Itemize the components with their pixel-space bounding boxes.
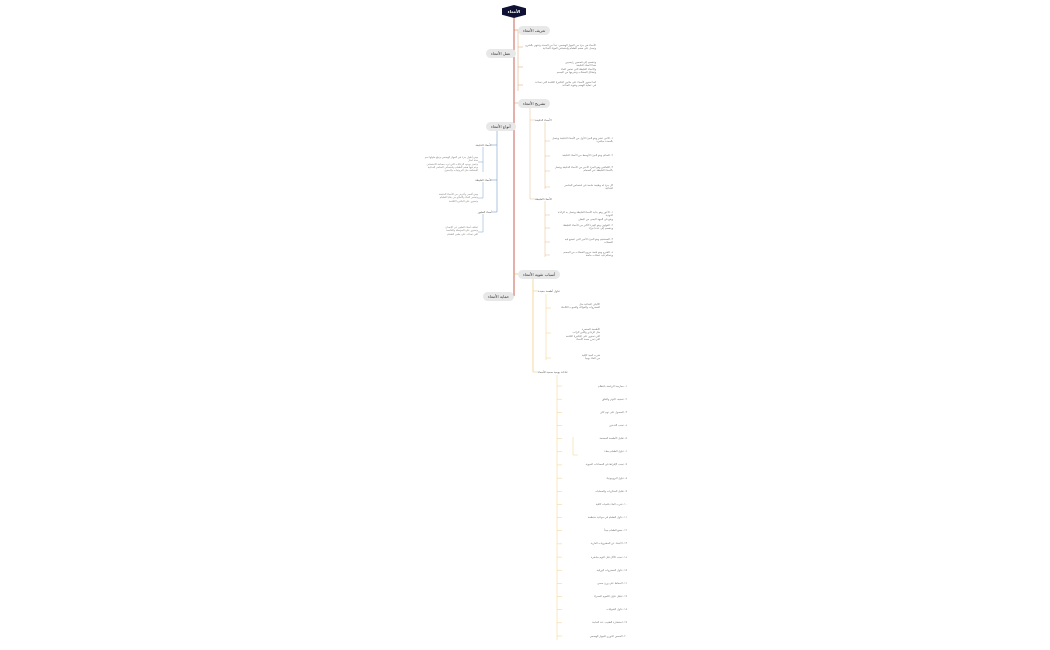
habit-item: ٧- تجنب الإفراط في المضادات الحيوية [585,463,627,467]
types-sub-birds[interactable]: أمعاء الطيور [477,210,492,214]
food-item: الأطعمة المخمرة مثل الزبادي واللبن الرائ… [565,328,600,342]
habit-item: ١٦- الحفاظ على وزن صحي [597,581,627,585]
branch-role[interactable]: عمل الأمعاء [486,49,516,58]
habit-item: ١٢- مضغ الطعام جيداً [604,529,627,533]
role-note-3: كما تحتوي الأمعاء على ملايين البكتيريا ا… [535,81,596,88]
habit-item: ١٤- تجنب الأكل قبل النوم مباشرة [590,555,627,559]
branch-strengthen[interactable]: أسباب تقوية الأمعاء [518,270,561,279]
habit-item: ١٣- الابتعاد عن المشروبات الغازية [590,542,627,546]
anatomy-small-item: كل جزء له وظيفة خاصة في امتصاص العناصر ا… [564,184,613,191]
habit-item: ٤- تجنب التدخين [609,423,627,427]
habit-item: ١٥- تناول الخضروات الورقية [596,568,627,572]
types-note-birds: تختلف أمعاء الطيور عن الإنسان وتحتوي على… [445,226,478,236]
anatomy-small-item: ١- الاثني عشر وهو الجزء الأول من الأمعاء… [552,137,613,144]
habit-item: ١٨- تناول البقوليات [606,608,627,612]
anatomy-large-label[interactable]: الأمعاء الغليظة [535,197,552,201]
anatomy-large-item: ٢- القولون وهو الجزء الأكبر من الأمعاء ا… [563,224,613,231]
habit-item: ١١- تناول الطعام في مواعيد منتظمة [587,516,627,520]
habit-item: ٢٠- الفحص الدوري للجهاز الهضمي [589,634,627,638]
habit-item: ٥- تقليل الأطعمة المصنعة [599,437,627,441]
branch-protect[interactable]: حماية الأمعاء [483,292,515,301]
habit-item: ١٩- استشارة الطبيب عند الحاجة [592,621,627,625]
food-item: شرب كمية كافية من الماء يومياً [581,354,600,361]
anatomy-large-item: ٤- الشرج وهو فتحة خروج الفضلات من الجسم … [563,251,613,258]
branch-definition[interactable]: تعريف الأمعاء [518,26,551,35]
types-note-large: وهي أقصر وأعرض من الأمعاء الدقيقة وتمتص … [439,193,478,203]
habit-item: ١- ممارسة الرياضة بانتظام [598,384,627,388]
branch-anatomy[interactable]: تشريح الأمعاء [518,99,551,108]
habit-item: ١٠- شرب الماء بكميات كافية [595,502,627,506]
root-node[interactable]: الأمعاء [502,5,526,18]
food-item: الألياف الغذائية مثل الخضروات والفواكه و… [561,303,600,310]
types-sub-small[interactable]: الأمعاء الدقيقة [475,143,492,147]
types-sub-large[interactable]: الأمعاء الغليظة [475,178,492,182]
branch-types[interactable]: أنواع الأمعاء [486,122,516,131]
habit-item: ٩- تقليل السكريات والمحليات [595,489,627,493]
anatomy-small-item: ٣- اللفائفي وهو الجزء الأخير من الأمعاء … [554,166,613,173]
habit-item: ٣- الحصول على نوم كاف [599,410,627,414]
habit-item: ١٧- تقليل تناول اللحوم الحمراء [593,595,627,599]
habit-item: ٦- تناول الطعام ببطء [604,450,627,454]
strengthen-habits-label[interactable]: عادات يومية صحية للأمعاء [538,370,568,374]
anatomy-small-item: ٢- الصائم وهو الجزء الأوسط من الأمعاء ال… [562,154,613,157]
role-note-2: وتنقسم إلى قسمين رئيسيين هما الأمعاء الد… [556,61,596,75]
types-note-small: وهي أطول جزء في الجهاز الهضمي ويبلغ طوله… [424,156,478,173]
anatomy-large-item: ١- الأعور وهو بداية الأمعاء الغليظة ويتص… [557,211,613,221]
root-label: الأمعاء [507,9,521,14]
habit-item: ٢- تخفيف التوتر والقلق [602,397,627,401]
anatomy-small-label[interactable]: الأمعاء الدقيقة [535,118,552,122]
habit-item: ٨- تناول البروبيوتيك [606,476,627,480]
strengthen-food-label[interactable]: تناول أطعمة مفيدة [538,289,560,293]
anatomy-large-item: ٣- المستقيم وهو الجزء الأخير الذي تتجمع … [564,238,613,245]
role-note-1: الأمعاء هي جزء من الجهاز الهضمي، تبدأ من… [525,44,596,51]
